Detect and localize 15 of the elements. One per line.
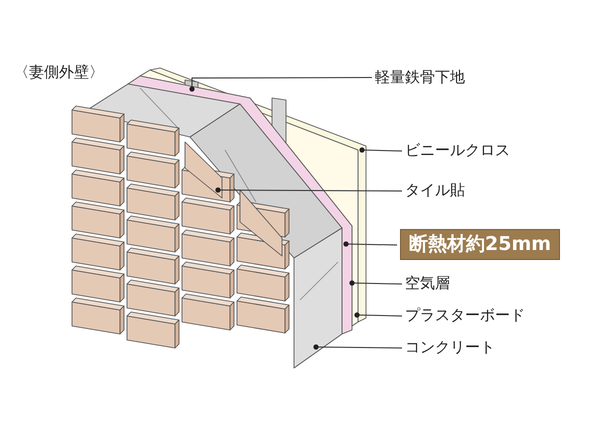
leader-line: [343, 241, 398, 247]
leader-line: [215, 187, 402, 193]
leader-line: [359, 147, 402, 153]
part-label: プラスターボード: [405, 308, 525, 323]
leader-line: [189, 77, 372, 92]
highlight-label: 断熱材約25mm: [400, 229, 560, 260]
leader-line: [349, 280, 402, 286]
leader-line: [313, 344, 402, 350]
leader-line: [354, 312, 402, 318]
part-label: ビニールクロス: [405, 143, 510, 158]
part-label: コンクリート: [405, 340, 495, 355]
part-label: タイル貼: [405, 183, 465, 198]
diagram-title: 〈妻側外壁〉: [14, 63, 104, 82]
part-label: 軽量鉄骨下地: [375, 70, 465, 85]
part-label: 空気層: [405, 276, 450, 291]
